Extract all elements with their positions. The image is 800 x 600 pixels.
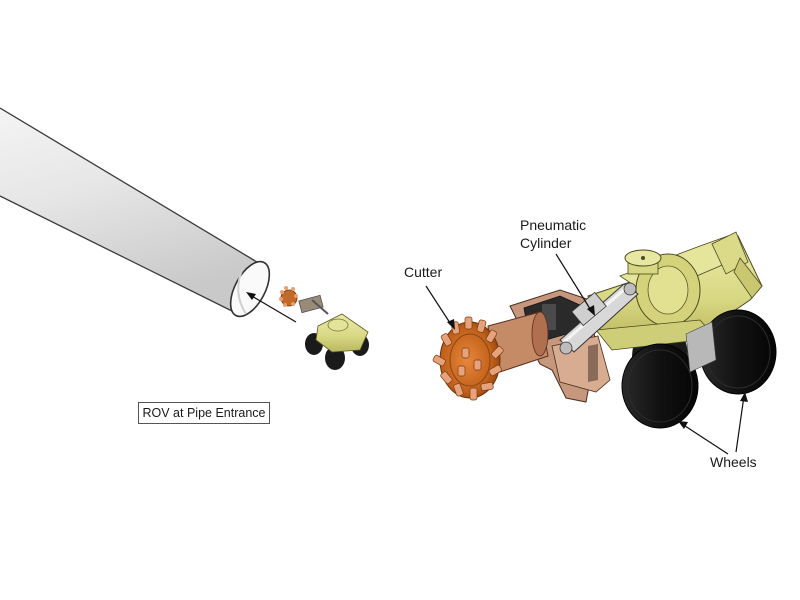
- caption-box: ROV at Pipe Entrance: [138, 402, 270, 424]
- label-wheels: Wheels: [710, 454, 757, 470]
- label-pneumatic: Pneumatic: [520, 217, 587, 233]
- label-cylinder: Cylinder: [520, 235, 572, 251]
- small-rov-drum: [327, 318, 349, 332]
- pipe-body: [0, 108, 262, 313]
- small-rov-wheel-front: [325, 346, 345, 370]
- small-rov-frame: [298, 294, 324, 314]
- label-cutter: Cutter: [404, 264, 443, 280]
- small-rov-arm: [311, 299, 329, 315]
- cutter-leader-arrow: [425, 285, 455, 330]
- pipe-entrance-arrow: [246, 292, 297, 323]
- pipe-top-edge: [0, 107, 263, 266]
- wheel-front-left: [621, 343, 699, 429]
- cutter-head-icon: [432, 316, 504, 401]
- caption-text: ROV at Pipe Entrance: [142, 406, 266, 420]
- wheel-icon: [621, 309, 777, 429]
- pipe: [0, 107, 271, 318]
- pipe-bottom-edge: [0, 195, 237, 314]
- pipe-opening-inner-shade: [237, 267, 247, 315]
- rov-small-icon: [279, 286, 369, 370]
- rov-large-icon: [432, 231, 777, 429]
- wheels-leader-arrows: [678, 392, 748, 455]
- pneumatic-leader-arrow: [555, 253, 595, 316]
